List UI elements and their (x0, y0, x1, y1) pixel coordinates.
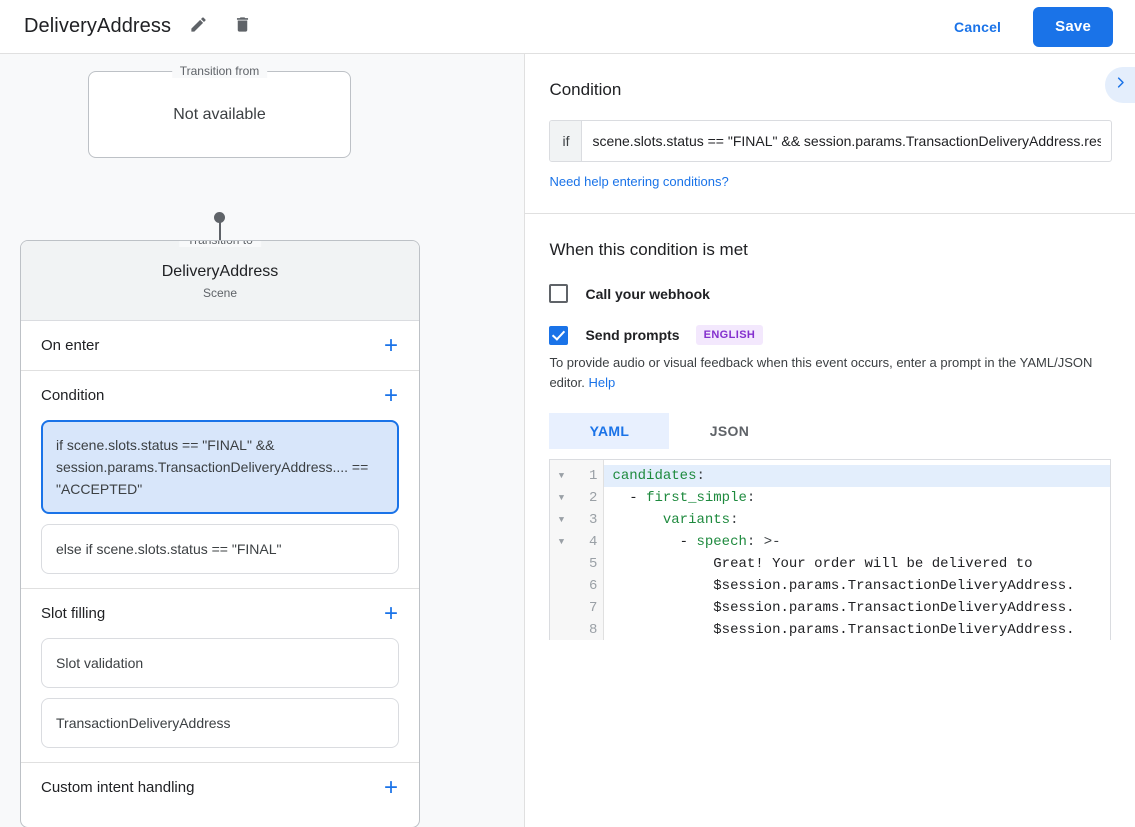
fold-toggle-icon[interactable]: ▼ (558, 493, 565, 503)
transition-from-legend: Transition from (171, 64, 268, 78)
list-item[interactable]: if scene.slots.status == "FINAL" && sess… (41, 420, 399, 514)
line-number: 8 (589, 622, 598, 638)
section-header-custom-intent-handling[interactable]: Custom intent handling + (21, 763, 419, 812)
code-line: - first_simple: (612, 490, 756, 506)
prompts-helper-sentence: To provide audio or visual feedback when… (549, 355, 1093, 390)
code-line: $session.params.TransactionDeliveryAddre… (612, 622, 1075, 638)
if-prefix-label: if (550, 121, 583, 161)
section-on-enter: On enter + (21, 321, 419, 371)
condition-input-group: if (549, 120, 1113, 162)
scene-name: DeliveryAddress (161, 263, 279, 280)
slot-filling-list: Slot validation TransactionDeliveryAddre… (21, 638, 419, 762)
section-title-slot-filling: Slot filling (41, 605, 106, 622)
cancel-button[interactable]: Cancel (940, 11, 1015, 43)
right-detail-pane: Condition if Need help entering conditio… (525, 54, 1135, 827)
section-condition: Condition + if scene.slots.status == "FI… (21, 371, 419, 589)
pencil-icon (189, 15, 208, 39)
editor-line-numbers: 12345678910 (572, 460, 605, 640)
line-number: 2 (589, 490, 598, 506)
call-webhook-checkbox[interactable] (549, 284, 569, 303)
call-webhook-label: Call your webhook (585, 285, 710, 302)
line-number: 6 (589, 578, 598, 594)
section-header-slot-filling[interactable]: Slot filling + (21, 589, 419, 638)
transition-to-legend: Transition to (179, 241, 261, 247)
code-line: $session.params.TransactionDeliveryAddre… (612, 600, 1075, 616)
send-prompts-label: Send prompts (585, 327, 680, 343)
left-graph-pane: Transition from Not available Transition… (0, 54, 526, 827)
code-line: - speech: >- (612, 534, 781, 550)
section-custom-intent-handling: Custom intent handling + (21, 763, 419, 812)
condition-heading: Condition (549, 80, 622, 99)
add-on-enter-button[interactable]: + (383, 331, 398, 359)
editor-format-tabs: YAML JSON (549, 413, 1111, 449)
condition-input[interactable] (582, 121, 1112, 161)
list-item[interactable]: Slot validation (41, 638, 399, 688)
fold-toggle-icon (550, 619, 572, 640)
line-number: 5 (589, 556, 598, 572)
app-bar: DeliveryAddress Cancel Save (0, 0, 1135, 54)
prompts-help-link[interactable]: Help (588, 375, 616, 390)
scene-subtitle: Scene (202, 286, 238, 300)
code-line: $session.params.TransactionDeliveryAddre… (612, 578, 1075, 594)
line-number: 4 (589, 534, 598, 550)
section-header-on-enter[interactable]: On enter + (21, 321, 419, 370)
fold-toggle-icon[interactable]: ▼ (558, 515, 565, 525)
scene-header[interactable]: Transition to DeliveryAddress Scene (21, 241, 419, 321)
chevron-right-icon (1113, 75, 1128, 95)
code-line: candidates: (604, 465, 1110, 487)
line-number: 1 (589, 468, 598, 484)
when-condition-met-block: When this condition is met Call your web… (525, 214, 1135, 640)
fold-toggle-icon (550, 575, 572, 597)
section-title-condition: Condition (41, 387, 105, 404)
delete-button[interactable] (225, 10, 259, 44)
section-slot-filling: Slot filling + Slot validation Transacti… (21, 589, 419, 763)
condition-block: Condition if Need help entering conditio… (525, 54, 1135, 214)
section-title-on-enter: On enter (41, 337, 100, 354)
page-body: Transition from Not available Transition… (0, 54, 1135, 827)
condition-help-link[interactable]: Need help entering conditions? (549, 174, 729, 189)
when-condition-met-heading: When this condition is met (549, 240, 748, 259)
transition-from-value: Not available (173, 105, 266, 123)
tab-yaml[interactable]: YAML (549, 413, 670, 449)
code-line: variants: (662, 512, 739, 528)
fold-toggle-icon[interactable]: ▼ (558, 537, 565, 547)
editor-code-area[interactable]: candidates: - first_simple: variants: - … (604, 460, 1110, 640)
section-title-custom-intent-handling: Custom intent handling (41, 779, 195, 796)
transition-to-card: Transition to DeliveryAddress Scene On e… (20, 240, 420, 827)
call-webhook-row[interactable]: Call your webhook (549, 284, 1111, 303)
fold-toggle-icon[interactable]: ▼ (558, 471, 565, 481)
yaml-code-editor[interactable]: ▼▼▼▼ 12345678910 candidates: - first_sim… (549, 459, 1111, 640)
section-header-condition[interactable]: Condition + (21, 371, 419, 420)
save-button[interactable]: Save (1033, 6, 1113, 47)
edit-button[interactable] (181, 10, 215, 44)
send-prompts-row[interactable]: Send prompts ENGLISH (549, 325, 1111, 345)
list-item[interactable]: TransactionDeliveryAddress (41, 698, 399, 748)
transition-from-card[interactable]: Transition from Not available (88, 64, 351, 158)
fold-toggle-icon (550, 553, 572, 575)
add-slot-filling-button[interactable]: + (383, 599, 398, 627)
expand-panel-button[interactable] (1105, 67, 1135, 103)
prompts-helper-text: To provide audio or visual feedback when… (549, 353, 1111, 393)
language-badge: ENGLISH (695, 325, 764, 345)
trash-icon (233, 15, 252, 39)
condition-list: if scene.slots.status == "FINAL" && sess… (21, 420, 419, 588)
page-title: DeliveryAddress (24, 15, 172, 37)
add-custom-intent-button[interactable]: + (383, 773, 398, 801)
editor-fold-gutter: ▼ ▼ ▼ ▼ (550, 460, 573, 640)
add-condition-button[interactable]: + (383, 381, 398, 409)
line-number: 3 (589, 512, 598, 528)
send-prompts-checkbox[interactable] (549, 325, 569, 345)
line-number: 7 (589, 600, 598, 616)
fold-toggle-icon (550, 597, 572, 619)
tab-json[interactable]: JSON (709, 423, 750, 439)
code-line: Great! Your order will be delivered to (612, 556, 1033, 572)
list-item[interactable]: else if scene.slots.status == "FINAL" (41, 524, 399, 574)
